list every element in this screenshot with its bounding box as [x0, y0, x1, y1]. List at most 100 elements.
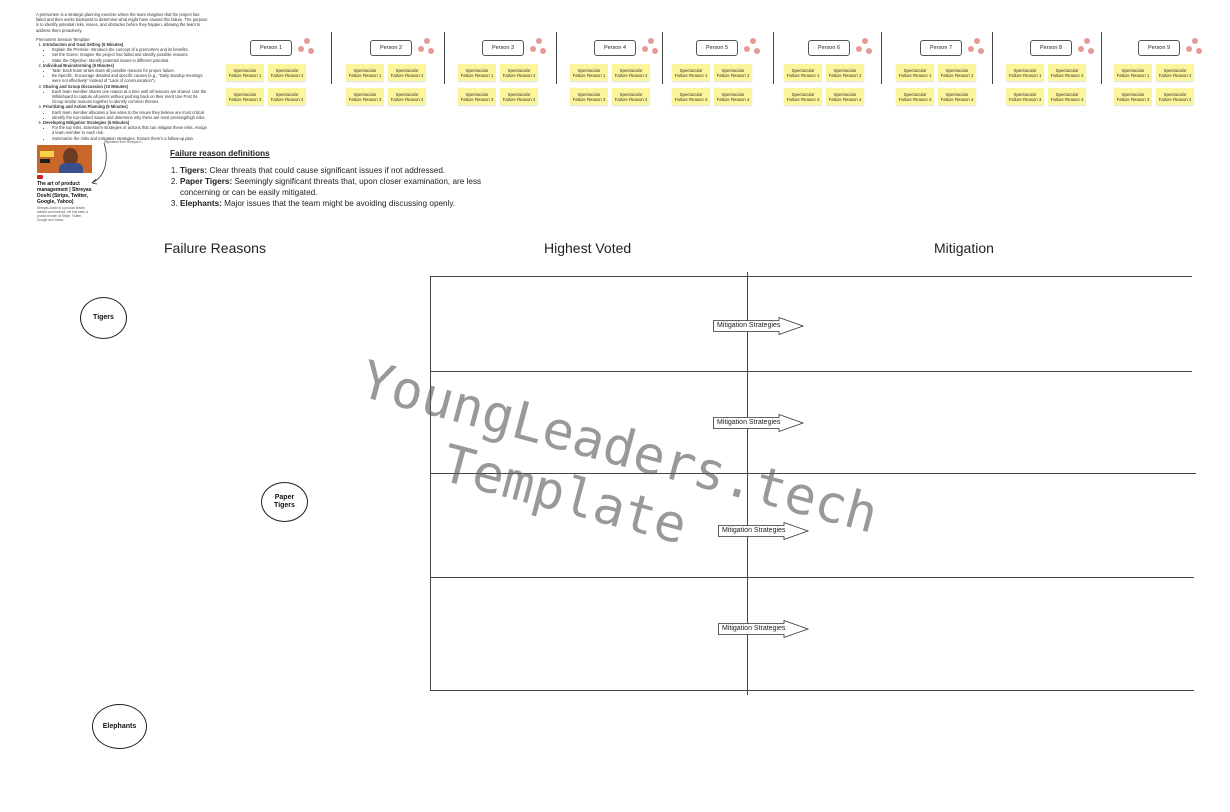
vote-dot[interactable] — [866, 48, 872, 54]
mitigation-arrow[interactable]: Mitigation Strategies — [718, 620, 810, 638]
sticky-note[interactable]: Spectacular Failure Reason 2 — [1156, 64, 1194, 81]
grid-line — [430, 276, 431, 691]
column-divider — [1101, 32, 1102, 84]
vote-dots-icon[interactable] — [854, 38, 874, 58]
vote-dot[interactable] — [428, 48, 434, 54]
vote-dots-icon[interactable] — [1076, 38, 1096, 58]
sticky-note[interactable]: Spectacular Failure Reason 4 — [1048, 88, 1086, 105]
vote-dot[interactable] — [642, 46, 648, 52]
vote-dot[interactable] — [856, 46, 862, 52]
sticky-note[interactable]: Spectacular Failure Reason 4 — [714, 88, 752, 105]
mitigation-arrow[interactable]: Mitigation Strategies — [713, 414, 805, 432]
sticky-note[interactable]: Spectacular Failure Reason 1 — [1114, 64, 1152, 81]
video-card[interactable]: The art of product management | Shreyas … — [37, 145, 93, 222]
person-label[interactable]: Person 7 — [920, 40, 962, 56]
vote-dot[interactable] — [304, 38, 310, 44]
vote-dot[interactable] — [536, 38, 542, 44]
vote-dot[interactable] — [750, 38, 756, 44]
vote-dots-icon[interactable] — [742, 38, 762, 58]
mitigation-arrow[interactable]: Mitigation Strategies — [713, 317, 805, 335]
vote-dot[interactable] — [1186, 46, 1192, 52]
sticky-note[interactable]: Spectacular Failure Reason 1 — [672, 64, 710, 81]
vote-dot[interactable] — [754, 48, 760, 54]
vote-dot[interactable] — [744, 46, 750, 52]
sticky-note[interactable]: Spectacular Failure Reason 3 — [1006, 88, 1044, 105]
sticky-note[interactable]: Spectacular Failure Reason 2 — [826, 64, 864, 81]
person-label[interactable]: Person 5 — [696, 40, 738, 56]
person-label[interactable]: Person 8 — [1030, 40, 1072, 56]
person-label[interactable]: Person 1 — [250, 40, 292, 56]
sticky-note[interactable]: Spectacular Failure Reason 1 — [896, 64, 934, 81]
vote-dots-icon[interactable] — [640, 38, 660, 58]
vote-dot[interactable] — [308, 48, 314, 54]
sticky-note[interactable]: Spectacular Failure Reason 3 — [896, 88, 934, 105]
sticky-note[interactable]: Spectacular Failure Reason 1 — [458, 64, 496, 81]
vote-dot[interactable] — [974, 38, 980, 44]
person-label[interactable]: Person 4 — [594, 40, 636, 56]
vote-dot[interactable] — [978, 48, 984, 54]
vote-dot[interactable] — [540, 48, 546, 54]
grid-line — [747, 272, 748, 695]
sticky-note[interactable]: Spectacular Failure Reason 4 — [938, 88, 976, 105]
vote-dots-icon[interactable] — [296, 38, 316, 58]
vote-dot[interactable] — [298, 46, 304, 52]
person-label[interactable]: Person 9 — [1138, 40, 1180, 56]
sticky-note[interactable]: Spectacular Failure Reason 2 — [500, 64, 538, 81]
sticky-note[interactable]: Spectacular Failure Reason 3 — [570, 88, 608, 105]
sticky-note[interactable]: Spectacular Failure Reason 1 — [784, 64, 822, 81]
video-title[interactable]: The art of product management | Shreyas … — [37, 181, 92, 205]
column-divider — [444, 32, 445, 84]
vote-dots-icon[interactable] — [416, 38, 436, 58]
sticky-note[interactable]: Spectacular Failure Reason 3 — [226, 88, 264, 105]
video-thumbnail[interactable] — [37, 145, 92, 173]
sticky-note[interactable]: Spectacular Failure Reason 2 — [714, 64, 752, 81]
sticky-note[interactable]: Spectacular Failure Reason 4 — [826, 88, 864, 105]
sticky-note[interactable]: Spectacular Failure Reason 2 — [612, 64, 650, 81]
sticky-note[interactable]: Spectacular Failure Reason 1 — [570, 64, 608, 81]
sticky-note[interactable]: Spectacular Failure Reason 3 — [784, 88, 822, 105]
sticky-note[interactable]: Spectacular Failure Reason 1 — [1006, 64, 1044, 81]
sticky-note[interactable]: Spectacular Failure Reason 3 — [672, 88, 710, 105]
vote-dot[interactable] — [1196, 48, 1202, 54]
sticky-note[interactable]: Spectacular Failure Reason 2 — [388, 64, 426, 81]
vote-dot[interactable] — [418, 46, 424, 52]
step-item: Prioritizing and Action Planning (5 Minu… — [43, 104, 208, 120]
sticky-note[interactable]: Spectacular Failure Reason 2 — [1048, 64, 1086, 81]
vote-dot[interactable] — [862, 38, 868, 44]
vote-dot[interactable] — [530, 46, 536, 52]
sticky-note[interactable]: Spectacular Failure Reason 4 — [268, 88, 306, 105]
person-label[interactable]: Person 6 — [808, 40, 850, 56]
sticky-note[interactable]: Spectacular Failure Reason 2 — [268, 64, 306, 81]
sticky-note[interactable]: Spectacular Failure Reason 3 — [458, 88, 496, 105]
sticky-note[interactable]: Spectacular Failure Reason 1 — [346, 64, 384, 81]
vote-dot[interactable] — [648, 38, 654, 44]
vote-dot[interactable] — [1078, 46, 1084, 52]
mitigation-arrow[interactable]: Mitigation Strategies — [718, 522, 810, 540]
sticky-note[interactable]: Spectacular Failure Reason 1 — [226, 64, 264, 81]
vote-dot[interactable] — [652, 48, 658, 54]
sticky-note[interactable]: Spectacular Failure Reason 4 — [1156, 88, 1194, 105]
vote-dot[interactable] — [1088, 48, 1094, 54]
person-label[interactable]: Person 3 — [482, 40, 524, 56]
vote-dot[interactable] — [1192, 38, 1198, 44]
sticky-note[interactable]: Spectacular Failure Reason 4 — [500, 88, 538, 105]
vote-dots-icon[interactable] — [528, 38, 548, 58]
vote-dot[interactable] — [1084, 38, 1090, 44]
vote-dots-icon[interactable] — [966, 38, 986, 58]
intro-text: A premortem is a strategic planning exer… — [36, 12, 208, 141]
vote-dots-icon[interactable] — [1184, 38, 1204, 58]
sticky-note[interactable]: Spectacular Failure Reason 2 — [938, 64, 976, 81]
vote-dot[interactable] — [968, 46, 974, 52]
sticky-note[interactable]: Spectacular Failure Reason 3 — [1114, 88, 1152, 105]
person-label[interactable]: Person 2 — [370, 40, 412, 56]
tigers-bubble[interactable]: Tigers — [80, 297, 127, 339]
watermark: YoungLeaders.tech Template — [354, 350, 885, 557]
sticky-note[interactable]: Spectacular Failure Reason 4 — [388, 88, 426, 105]
sticky-note[interactable]: Spectacular Failure Reason 4 — [612, 88, 650, 105]
sticky-note[interactable]: Spectacular Failure Reason 3 — [346, 88, 384, 105]
vote-dot[interactable] — [424, 38, 430, 44]
elephants-bubble[interactable]: Elephants — [92, 704, 147, 749]
